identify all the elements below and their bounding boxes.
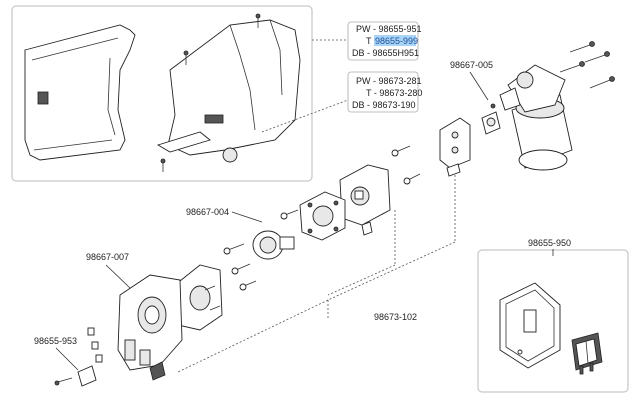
- cover-side-view: [24, 24, 136, 161]
- motor-mount-plate: [174, 264, 223, 331]
- label-98667-007: 98667-007: [86, 252, 129, 262]
- highlight-box: [374, 35, 416, 46]
- motor-screws: [559, 41, 615, 89]
- gearbox-housing: [117, 274, 183, 381]
- shroud-t-label: T - 98673-280: [366, 88, 422, 98]
- cover-callout-box: PW - 98655-951 T - 98655-999 DB - 98655H…: [347, 21, 422, 61]
- cover-t-prefix: T -: [366, 36, 377, 46]
- cover-t-highlight: 98655-999: [375, 36, 418, 46]
- part-98655-953: [54, 365, 97, 387]
- label-98655-950: 98655-950: [528, 238, 571, 248]
- gear-98667-005: [481, 103, 501, 135]
- coupling: [252, 230, 295, 260]
- motor: [499, 64, 573, 171]
- label-98667-004: 98667-004: [186, 207, 229, 217]
- bracket-screws: [391, 145, 421, 185]
- bracket-plate: [439, 117, 471, 177]
- shroud-callout-box: PW - 98673-281 T - 98673-280 DB - 98673-…: [347, 71, 422, 113]
- rocker-switch: [571, 332, 603, 375]
- middle-screws: [223, 209, 299, 291]
- cover-pw-label: PW - 98655-951: [356, 24, 422, 34]
- label-98667-005: 98667-005: [450, 60, 493, 70]
- shroud-db-label: DB - 98673-190: [352, 100, 416, 110]
- clutch-plate: [299, 191, 346, 241]
- cover-group-frame: [11, 5, 313, 182]
- cover-3d-view: [156, 13, 301, 172]
- label-98655-953: 98655-953: [34, 336, 77, 346]
- leader-98667-007: [105, 264, 131, 289]
- leader-98655-953: [55, 347, 79, 371]
- shroud-pw-label: PW - 98673-281: [356, 76, 422, 86]
- pins: [87, 327, 103, 363]
- gear-housing: [339, 164, 391, 236]
- cover-db-label: DB - 98655H951: [352, 48, 419, 58]
- shroud-leader: [261, 99, 349, 133]
- switch-plate: [499, 282, 561, 369]
- label-98673-102: 98673-102: [374, 312, 417, 322]
- leader-98667-004: [231, 211, 263, 223]
- assembly-lines: [177, 175, 456, 373]
- leader-98667-005: [469, 71, 489, 101]
